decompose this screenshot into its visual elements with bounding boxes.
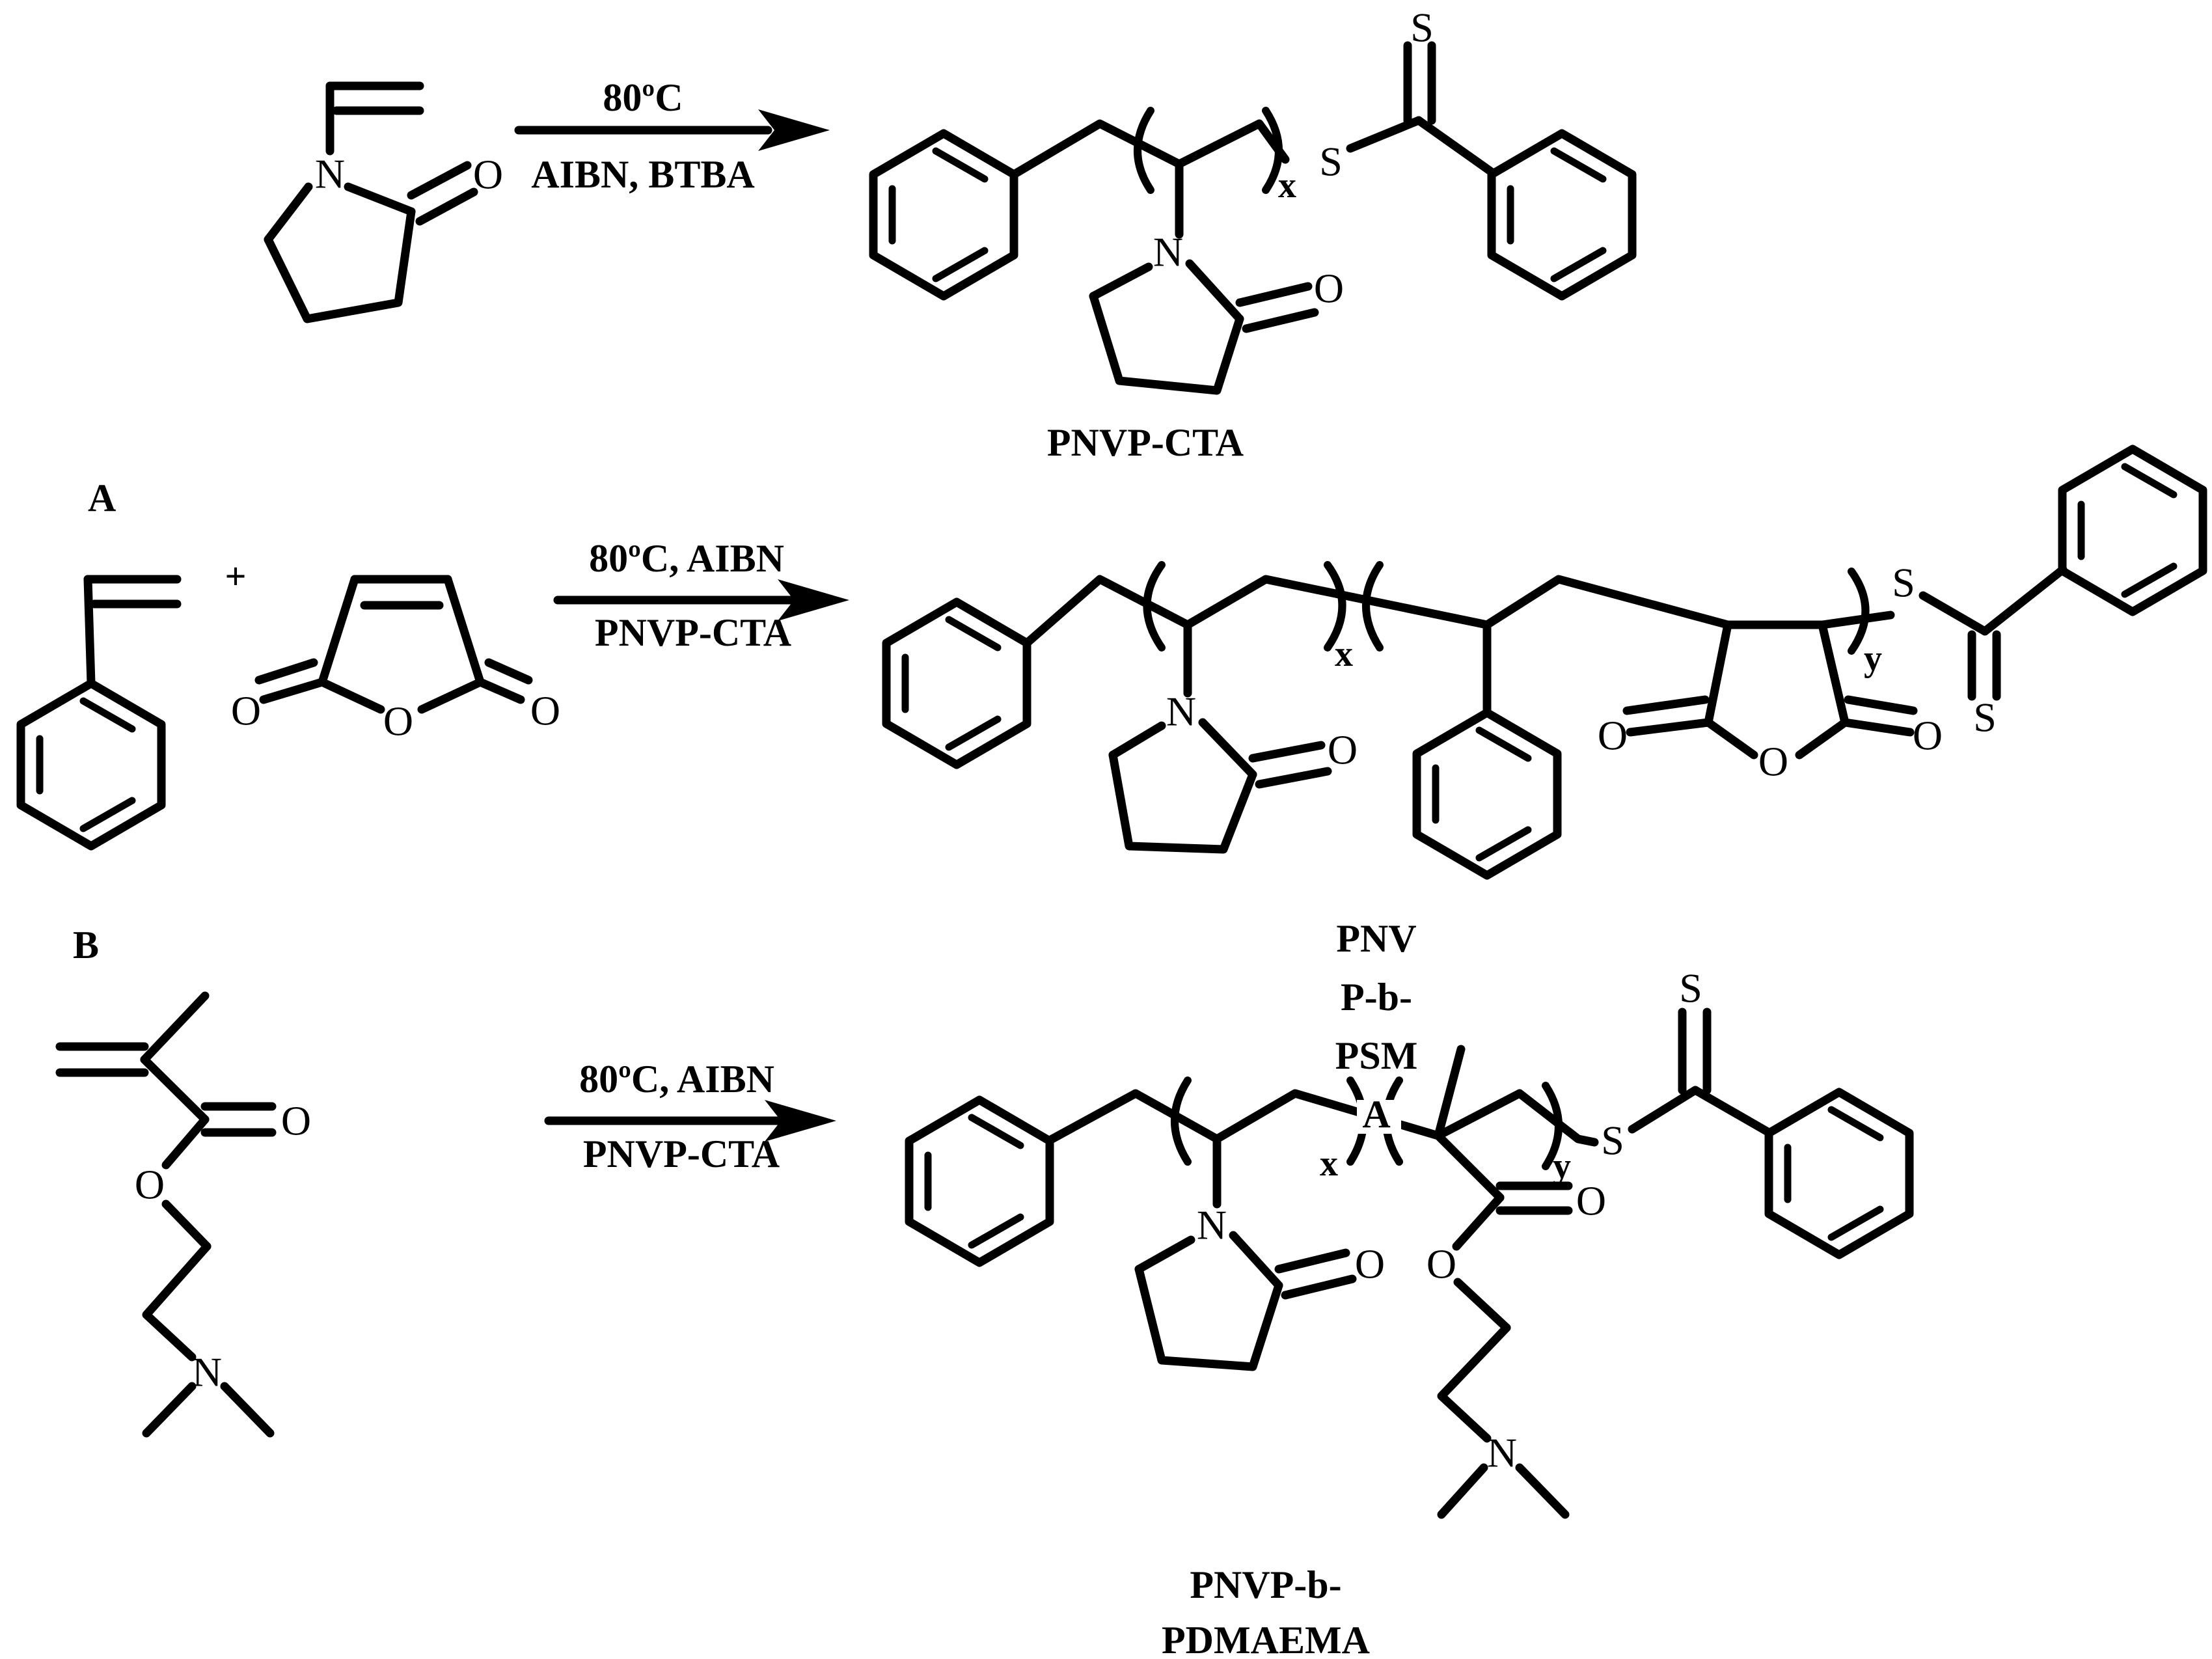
reaction-arrow-a [514,109,830,151]
atom-oxygen: O [1314,266,1344,312]
styrene-monomer [21,575,182,846]
atom-oxygen: O [135,1162,165,1208]
benzene-ring [1769,1092,1909,1255]
benzene-ring [1417,713,1557,875]
reaction-arrow-c [544,1100,836,1142]
atom-oxygen: O [1427,1241,1456,1287]
conditions-b-top: 80ºC, AIBN [589,537,784,580]
product-name-b-line2: P-b- [1341,976,1412,1019]
benzene-ring [1492,133,1632,296]
title-overlap-mask [1357,1100,1401,1134]
repeat-y: y [1553,1146,1571,1186]
atom-sulfur-thione: S [1410,5,1434,51]
dmaema-monomer: O O N [55,991,311,1438]
atom-nitrogen: N [1153,229,1183,275]
atom-oxygen: O [281,1098,311,1144]
pnvp-b-pdmaema-structure: x y A N O O O N S S [909,965,1909,1519]
benzene-ring [873,133,1014,296]
atom-oxygen: O [473,152,503,198]
product-name-b-line3: PSM [1335,1034,1418,1077]
atom-nitrogen: N [192,1349,222,1395]
product-name-c-line2: PDMAEMA [1162,1619,1370,1659]
atom-oxygen: O [1355,1241,1385,1287]
repeat-x: x [1278,165,1296,206]
benzene-ring [2062,449,2203,612]
atom-oxygen: O [383,698,413,745]
repeat-x: x [1320,1144,1338,1184]
conditions-a-top: 80ºC [603,76,683,119]
section-label-b: B [73,924,99,967]
atom-sulfur-thione: S [1973,694,1997,741]
repeat-x: x [1335,634,1353,674]
atom-oxygen: O [1328,727,1358,773]
atom-oxygen: O [1576,1178,1606,1224]
product-name-b-line1: PNV [1336,917,1416,960]
benzene-ring [21,683,161,846]
atom-oxygen: O [1758,739,1788,785]
conditions-c-top: 80ºC, AIBN [579,1058,774,1101]
section-label-a: A [88,476,116,519]
atom-sulfur: S [1601,1117,1624,1164]
benzene-ring [909,1100,1050,1263]
plus-sign: + [225,555,246,597]
atom-oxygen: O [231,688,261,734]
atom-sulfur: S [1319,139,1343,185]
pnvp-cta-structure: x S S N O [873,5,1632,395]
atom-sulfur-thione: S [1679,965,1702,1011]
benzene-ring [886,602,1027,765]
atom-nitrogen: N [1197,1202,1227,1248]
atom-oxygen: O [1913,713,1943,759]
conditions-b-bottom: PNVP-CTA [595,611,791,654]
atom-nitrogen: N [1166,689,1196,735]
maleic-anhydride-monomer: O O O [231,575,560,745]
nvp-monomer: N O [264,81,503,323]
atom-nitrogen: N [315,151,345,197]
product-name-c-line1: PNVP-b- [1190,1563,1341,1606]
atom-oxygen: O [1598,713,1628,759]
atom-nitrogen: N [1487,1430,1517,1476]
product-name-a: PNVP-CTA [1047,421,1244,464]
reaction-arrow-b [553,579,849,621]
pnvp-b-psma-structure: x y N O O O O S S [886,449,2203,875]
product-name-b-line4: A [1362,1093,1390,1136]
conditions-c-bottom: PNVP-CTA [583,1132,780,1175]
conditions-a-bottom: AIBN, BTBA [531,153,754,196]
atom-sulfur: S [1892,560,1915,606]
repeat-y: y [1864,638,1882,679]
atom-oxygen: O [530,688,560,734]
